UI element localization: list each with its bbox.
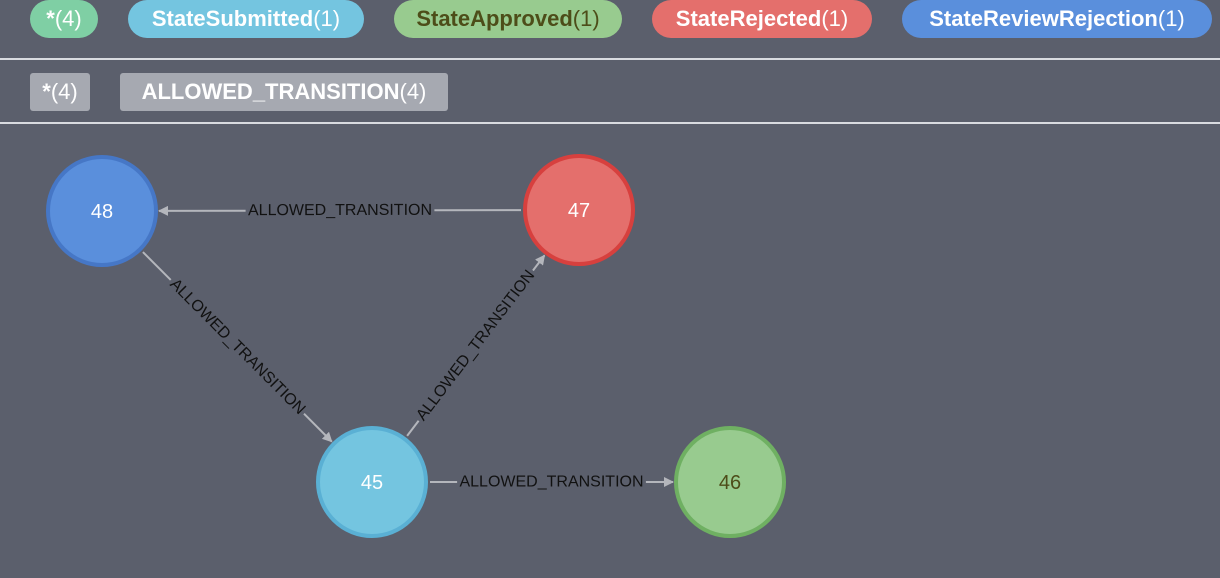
label-pill-count: (1) — [1157, 6, 1185, 31]
node-circle[interactable] — [523, 154, 635, 266]
graph-node-46[interactable]: 46 — [674, 426, 786, 538]
node-circle[interactable] — [46, 155, 158, 267]
label-pill-all[interactable]: *(4) — [30, 0, 98, 38]
graph-node-45[interactable]: 45 — [316, 426, 428, 538]
divider — [0, 58, 1220, 60]
edge-label: ALLOWED_TRANSITION — [248, 202, 432, 219]
label-pill-stateapproved[interactable]: StateApproved(1) — [394, 0, 622, 38]
rel-type-name: ALLOWED_TRANSITION — [141, 79, 400, 104]
rel-type-allowed-transition[interactable]: ALLOWED_TRANSITION(4) — [120, 73, 448, 111]
rel-type-count: (4) — [399, 79, 427, 104]
rel-type-name: * — [42, 79, 51, 104]
label-pill-count: (1) — [572, 6, 600, 31]
edge-label: ALLOWED_TRANSITION — [459, 474, 643, 491]
node-circle[interactable] — [674, 426, 786, 538]
node-id-label: 47 — [568, 200, 590, 222]
node-circle[interactable] — [316, 426, 428, 538]
rel-type-count: (4) — [50, 79, 78, 104]
edge-48-to-45[interactable]: ALLOWED_TRANSITION — [142, 251, 333, 443]
label-pill-staterejected[interactable]: StateRejected(1) — [652, 0, 872, 38]
edge-arrow — [303, 413, 333, 443]
label-pill-statesubmitted[interactable]: StateSubmitted(1) — [128, 0, 364, 38]
edge-label: ALLOWED_TRANSITION — [413, 267, 538, 424]
edge-line — [406, 420, 420, 437]
edge-45-to-47[interactable]: ALLOWED_TRANSITION — [406, 254, 546, 437]
node-labels-bar: *(4) StateSubmitted(1) StateApproved(1) … — [0, 0, 1220, 58]
node-id-label: 45 — [361, 472, 383, 494]
label-pill-count: (4) — [54, 6, 82, 31]
label-pill-statereviewrejection[interactable]: StateReviewRejection(1) — [902, 0, 1212, 38]
edge-47-to-48[interactable]: ALLOWED_TRANSITION — [157, 202, 522, 219]
label-pill-count: (1) — [821, 6, 849, 31]
edge-line — [142, 251, 172, 281]
label-pill-name: StateApproved — [416, 6, 573, 31]
edge-45-to-46[interactable]: ALLOWED_TRANSITION — [430, 474, 674, 491]
edge-label: ALLOWED_TRANSITION — [166, 276, 308, 418]
graph-node-47[interactable]: 47 — [523, 154, 635, 266]
graph-node-48[interactable]: 48 — [46, 155, 158, 267]
graph-canvas[interactable]: ALLOWED_TRANSITION ALLOWED_TRANSITION ALLO… — [0, 124, 1220, 578]
edge-arrow — [532, 254, 546, 272]
node-id-label: 46 — [719, 472, 741, 494]
label-pill-name: StateReviewRejection — [929, 6, 1158, 31]
divider — [0, 122, 1220, 124]
label-pill-name: StateRejected — [675, 6, 822, 31]
rel-type-all[interactable]: *(4) — [30, 73, 90, 111]
node-id-label: 48 — [91, 201, 113, 223]
label-pill-name: * — [46, 6, 55, 31]
label-pill-count: (1) — [313, 6, 341, 31]
label-pill-name: StateSubmitted — [151, 6, 314, 31]
relationship-types-bar: *(4) ALLOWED_TRANSITION(4) — [0, 60, 1220, 122]
